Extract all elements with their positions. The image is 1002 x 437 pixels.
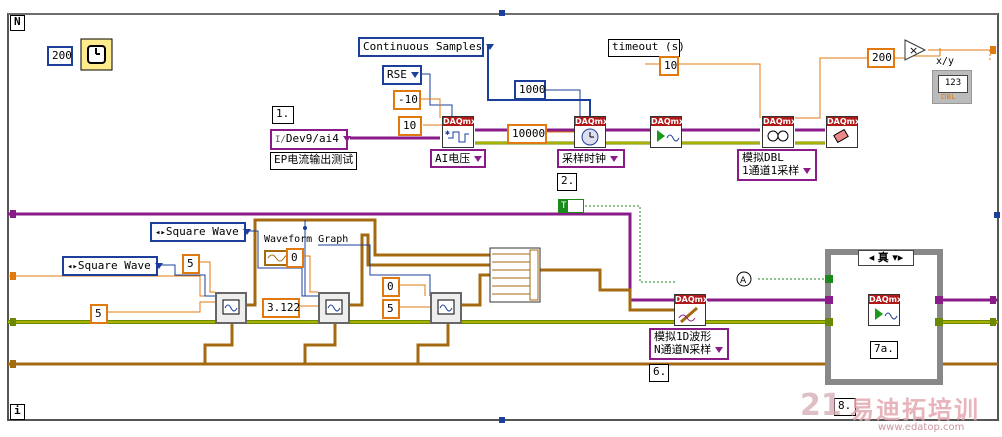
daqmx-write-node[interactable]: DAQmx: [674, 294, 709, 326]
indicator-type: DBL: [941, 93, 956, 101]
frame-bottom-label: i: [10, 404, 25, 420]
watermark-number: 21: [800, 388, 842, 423]
sample-clock-label: 采样时钟: [562, 152, 606, 165]
analog-waveform-label-2: N通道N采样: [654, 343, 724, 356]
watermark-text: 易迪拓培训: [850, 396, 980, 424]
indicator-display: 123: [938, 75, 968, 93]
wave-type-value-1: Square Wave: [165, 225, 239, 238]
amp-constant-3[interactable]: 5: [382, 299, 400, 319]
dropdown-arrow-icon: [715, 347, 724, 353]
case-next-icon[interactable]: ▾▸: [892, 251, 904, 264]
ai-voltage-selector[interactable]: AI电压: [430, 149, 486, 168]
daqmx-header: DAQmx: [651, 117, 685, 126]
daqmx-clear-node[interactable]: DAQmx: [826, 116, 861, 148]
true-constant-value: T: [559, 200, 569, 212]
divisor-constant[interactable]: 200: [867, 48, 895, 68]
analog-dbl-label-2: 1通道1采样: [742, 164, 812, 177]
terminal-config-value: RSE: [387, 68, 407, 81]
signal-generator-icon: [437, 299, 455, 315]
dropdown-arrow-icon: [410, 72, 419, 78]
max-value-constant[interactable]: 10: [398, 116, 422, 136]
wave-type-ring-1[interactable]: ◂▸Square Wave: [150, 222, 251, 242]
step-note-7a: 7a.: [870, 341, 898, 359]
play-icon: [875, 308, 898, 320]
wave-type-value-2: Square Wave: [77, 259, 151, 272]
wait-timer-icon[interactable]: [80, 38, 113, 71]
dropdown-arrow-icon: [474, 156, 483, 162]
ratio-label: x/y: [936, 56, 955, 67]
signal-generator-icon: [325, 299, 343, 315]
waveform-graph-label: Waveform Graph: [264, 234, 349, 245]
daqmx-timing-node[interactable]: DAQmx: [574, 116, 609, 148]
sample-mode-ring[interactable]: Continuous Samples: [358, 37, 495, 57]
frame-top-label: N: [10, 15, 25, 31]
watermark-url: www.edatop.com: [878, 422, 965, 433]
dropdown-arrow-icon: [242, 229, 251, 235]
signal-generator-1[interactable]: [215, 292, 247, 324]
timeout-label: timeout (s): [608, 39, 685, 57]
daqmx-header: DAQmx: [675, 295, 709, 304]
daqmx-header: DAQmx: [443, 117, 477, 126]
daqmx-start-node[interactable]: DAQmx: [650, 116, 685, 148]
dbl-indicator[interactable]: 123 DBL: [932, 70, 972, 104]
dropdown-arrow-icon: [803, 168, 812, 174]
amp-constant-2[interactable]: 3.122: [262, 298, 300, 318]
svg-text:✱: ✱: [445, 128, 450, 137]
daqmx-start-node-2[interactable]: DAQmx: [868, 294, 903, 326]
daqmx-header: DAQmx: [827, 117, 861, 126]
case-prev-icon[interactable]: ◂: [868, 251, 875, 264]
channel-caption: EP电流输出测试: [270, 152, 358, 170]
amp-constant-1[interactable]: 5: [90, 304, 108, 324]
dropdown-arrow-icon: [486, 44, 495, 50]
sample-clock-selector[interactable]: 采样时钟: [557, 149, 625, 168]
timeout-constant[interactable]: 10: [659, 56, 679, 76]
clock-icon: [581, 128, 599, 146]
min-value-constant[interactable]: -10: [393, 90, 421, 110]
daqmx-header: DAQmx: [763, 117, 797, 126]
step-note-2: 2.: [557, 173, 577, 191]
daqmx-create-channel-node[interactable]: DAQmx ✱: [442, 116, 477, 148]
analog-dbl-label-1: 模拟DBL: [742, 151, 784, 164]
rate-constant[interactable]: 1000: [514, 80, 546, 100]
daqmx-header: DAQmx: [575, 117, 609, 126]
create-channel-icon: ✱: [445, 128, 469, 143]
step-note-1: 1.: [272, 106, 294, 124]
physical-channel-constant[interactable]: I/Dev9/ai4: [270, 129, 351, 150]
analog-waveform-label-1: 模拟1D波形: [654, 330, 712, 343]
wave-type-ring-2[interactable]: ◂▸Square Wave: [62, 256, 163, 276]
daqmx-read-node[interactable]: DAQmx: [762, 116, 797, 148]
freq-constant-3[interactable]: 0: [382, 277, 400, 297]
daqmx-header: DAQmx: [869, 295, 903, 304]
case-selector[interactable]: ◂ 真 ▾▸: [858, 250, 914, 266]
ai-voltage-label: AI电压: [435, 152, 471, 165]
dropdown-arrow-icon: [154, 263, 163, 269]
terminal-config-ring[interactable]: RSE: [382, 65, 422, 85]
samples-constant[interactable]: 10000: [507, 124, 547, 144]
signal-generator-icon: [222, 299, 240, 315]
eraser-icon: [833, 128, 849, 144]
pencil-icon: [678, 306, 698, 324]
analog-1d-waveform-selector[interactable]: 模拟1D波形 N通道N采样: [649, 328, 729, 360]
signal-generator-3[interactable]: [430, 292, 462, 324]
physical-channel-value: Dev9/ai4: [285, 132, 339, 145]
svg-text:×: ×: [909, 44, 918, 57]
analog-dbl-selector[interactable]: 模拟DBL 1通道1采样: [737, 149, 817, 181]
dropdown-arrow-icon: [342, 136, 351, 142]
play-icon: [657, 130, 680, 142]
svg-text:A: A: [740, 276, 747, 286]
dropdown-arrow-icon: [610, 156, 618, 162]
step-note-8: 8.: [834, 398, 856, 416]
freq-constant-2[interactable]: 0: [286, 248, 304, 268]
timer-ms-constant[interactable]: 200: [47, 46, 73, 66]
case-selector-value: 真: [877, 251, 889, 264]
true-constant[interactable]: T: [558, 199, 584, 213]
freq-constant-1[interactable]: 5: [182, 254, 200, 274]
signal-generator-2[interactable]: [318, 292, 350, 324]
sample-mode-value: Continuous Samples: [363, 40, 483, 53]
glasses-icon: [767, 130, 789, 142]
step-note-6: 6.: [649, 364, 669, 382]
